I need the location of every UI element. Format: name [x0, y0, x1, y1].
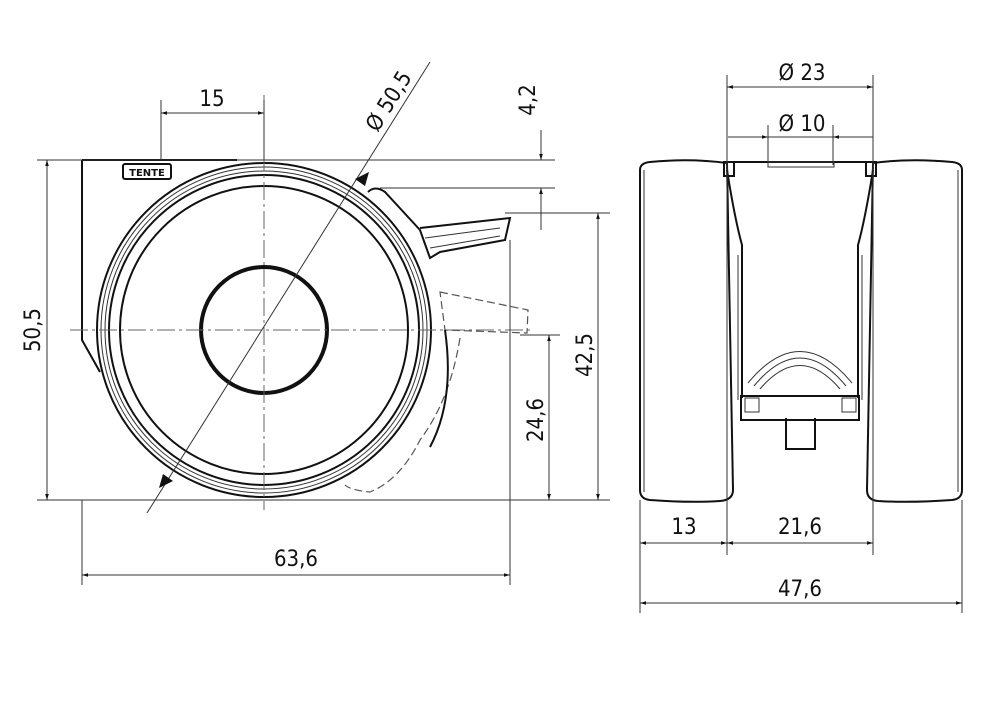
svg-text:TENTE: TENTE	[129, 168, 165, 179]
left-wheel	[639, 159, 735, 503]
dim-wheel-width: 13	[671, 515, 696, 540]
brake-pedal	[367, 187, 512, 260]
dim-brake-height: 42,5	[573, 333, 598, 377]
dim-top-gap: 4,2	[516, 84, 541, 115]
front-view: TENTE 15	[21, 61, 610, 585]
dim-total-width: 47,6	[778, 577, 822, 602]
right-wheel	[865, 159, 963, 503]
dim-outer-diameter: Ø 23	[778, 61, 825, 86]
dim-brake-lower: 24,6	[524, 398, 549, 442]
dim-inner-diameter: Ø 10	[778, 112, 825, 137]
dim-top-offset: 15	[199, 87, 224, 112]
side-view: Ø 23 Ø 10 13 21,6 47,6	[639, 61, 963, 613]
dim-total-length: 63,6	[274, 547, 318, 572]
brake-pedal-released	[344, 291, 529, 493]
dim-total-height: 50,5	[21, 308, 46, 352]
fork	[723, 161, 877, 450]
dim-gap-width: 21,6	[778, 515, 822, 540]
brand-logo: TENTE	[122, 163, 172, 180]
